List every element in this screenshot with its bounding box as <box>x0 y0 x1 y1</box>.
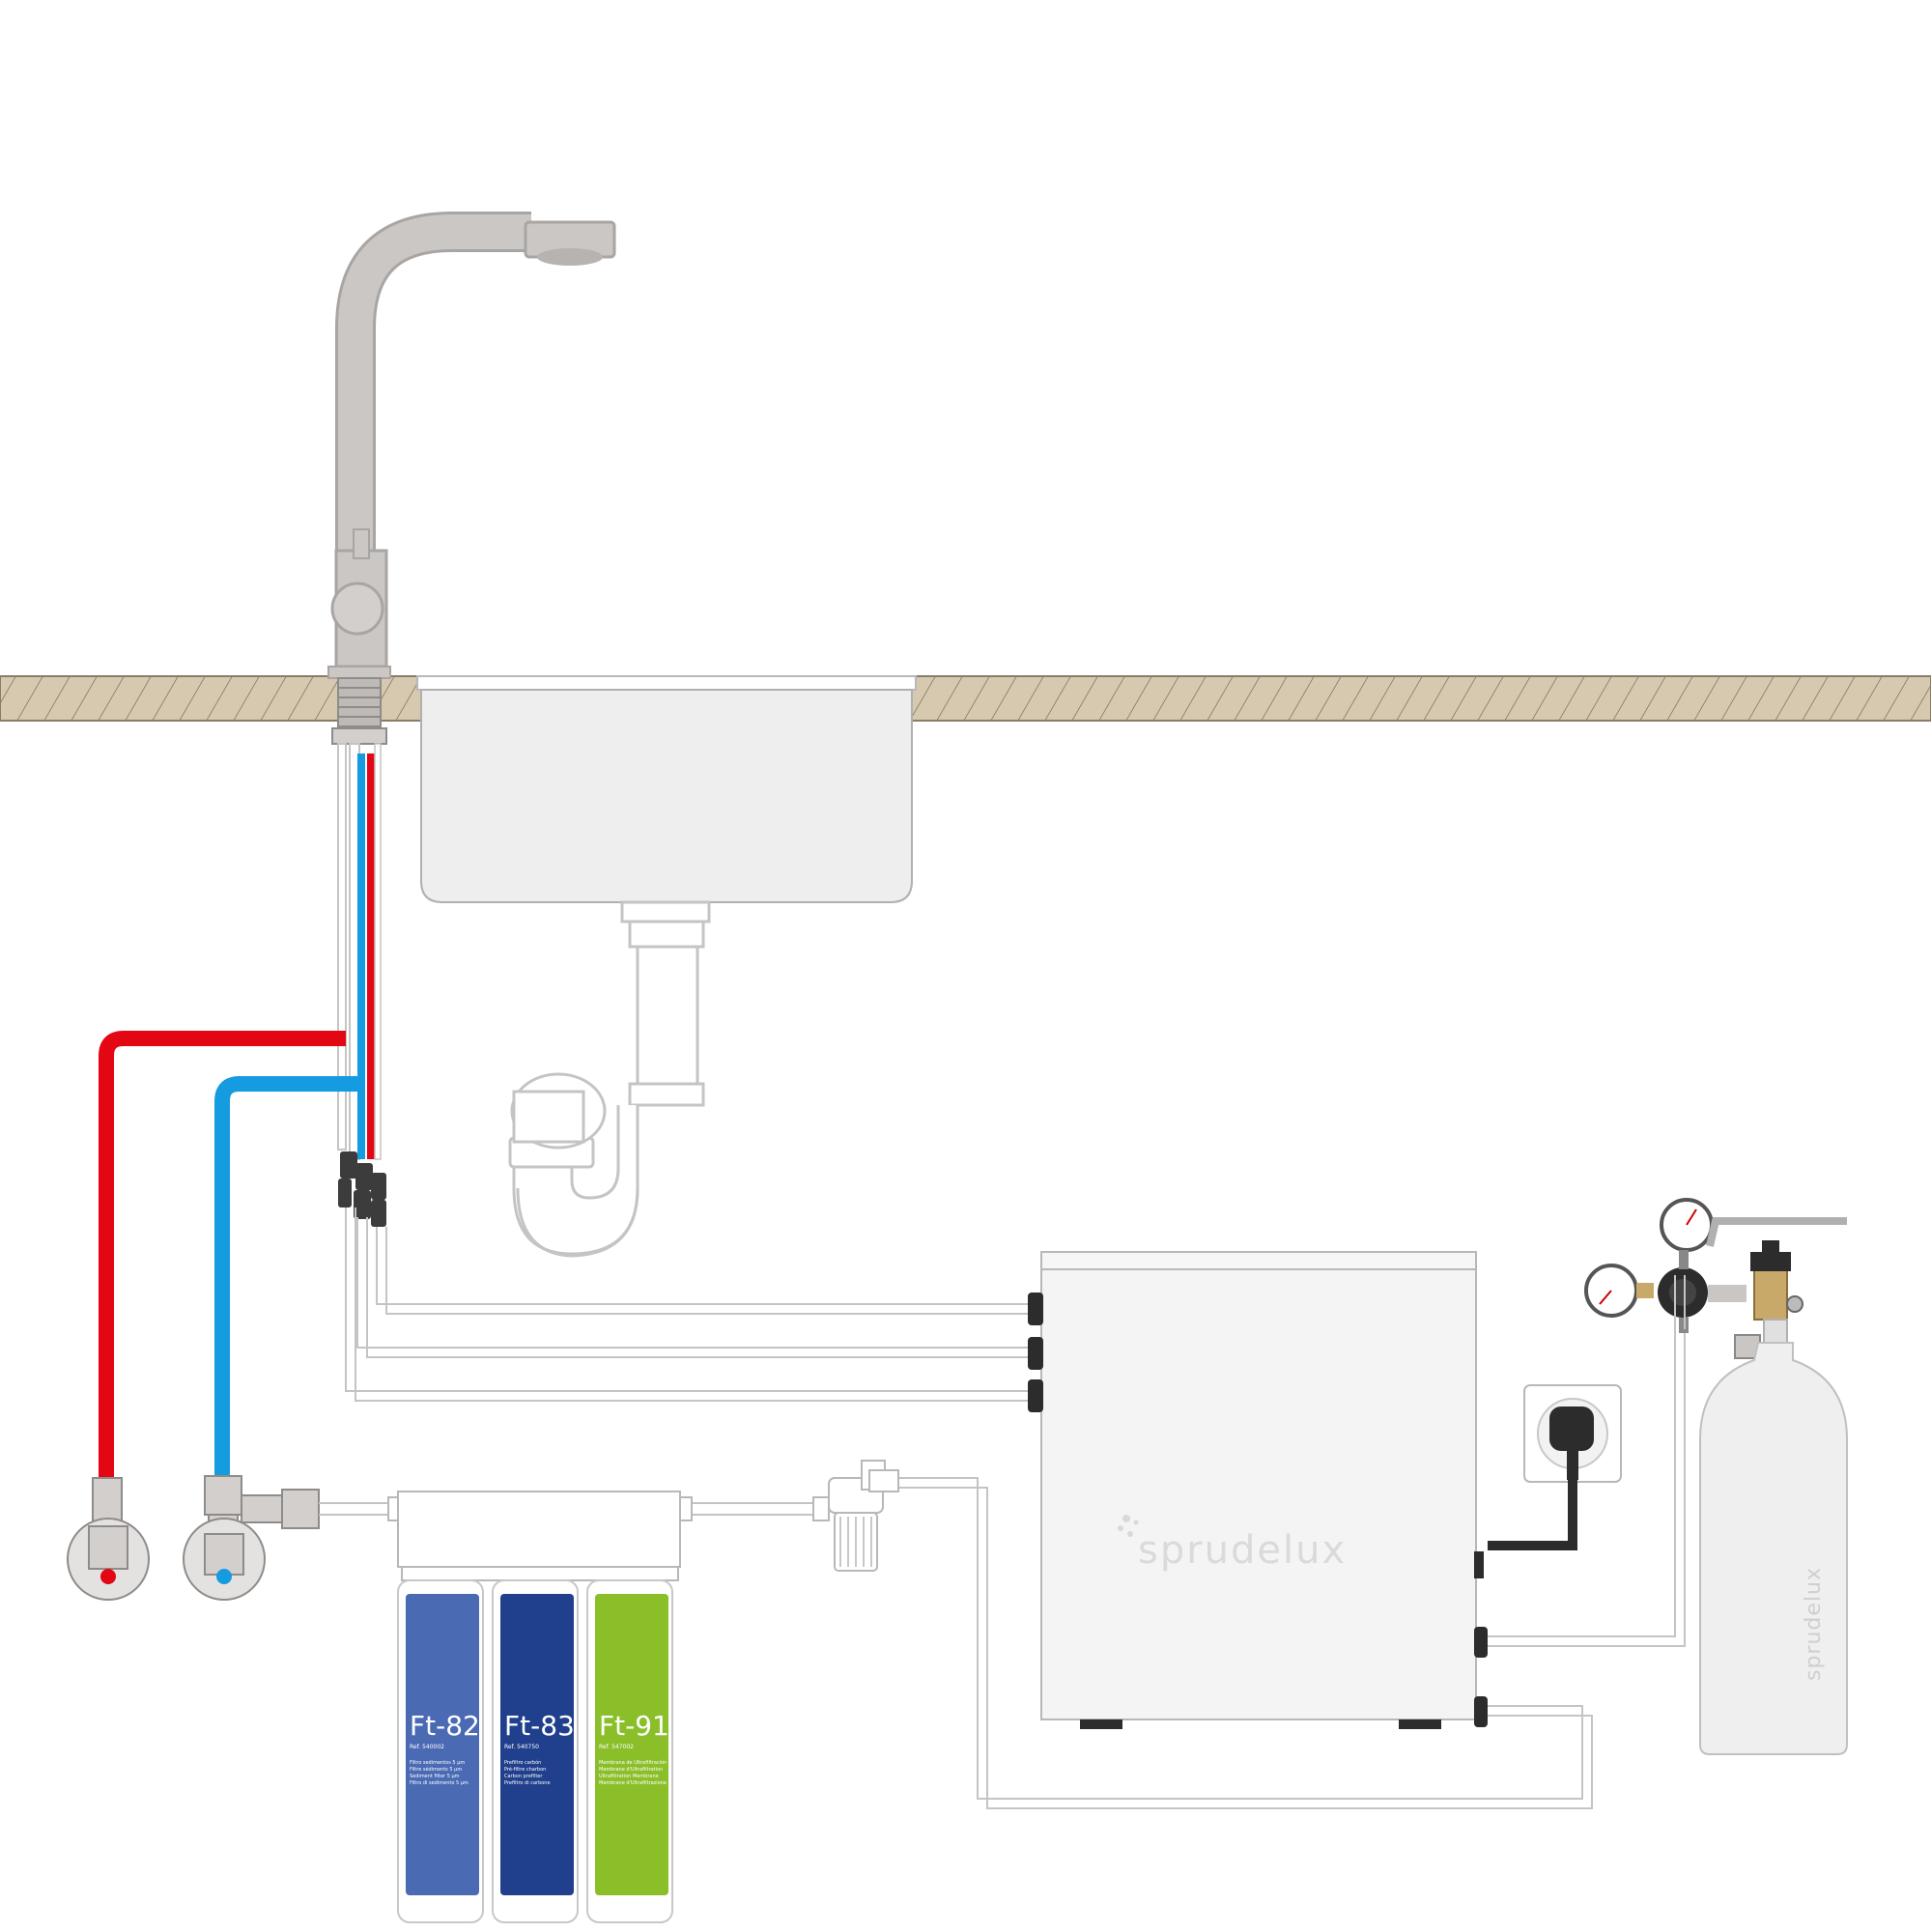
filter-cartridge-ft83: Ft-83 Ref. 540750 Prefiltro carbón Pré-f… <box>500 1594 575 1895</box>
unit-logo-mark-icon <box>1118 1515 1139 1537</box>
filter-code: Ft-83 <box>504 1710 575 1742</box>
countertop <box>0 675 1931 722</box>
bottle-logo: sprudelux <box>1802 1567 1826 1681</box>
siphon-icon <box>508 900 711 1258</box>
unit-logo: sprudelux <box>1138 1528 1347 1573</box>
hot-valve-icon <box>67 1477 150 1601</box>
filter-desc: Prefiltro carbón <box>504 1759 541 1766</box>
hose-connectors <box>338 1151 386 1227</box>
faucet-icon <box>327 212 616 745</box>
filter-desc: Membrane d'Ultrafiltrazione <box>599 1780 667 1786</box>
filter-code: Ft-91 <box>599 1710 669 1742</box>
cold-water-line <box>214 1076 357 1478</box>
filter-desc: Filtre sédiments 5 µm <box>410 1766 462 1773</box>
unit-inlet-pipes <box>345 1208 1034 1402</box>
pressure-regulator-icon <box>1584 1198 1847 1359</box>
filter-feed-line <box>319 1502 813 1516</box>
cold-valve-icon <box>183 1475 320 1601</box>
filter-ref: Ref. 540002 <box>410 1744 444 1750</box>
filter-desc: Ultrafiltration Membrane <box>599 1774 659 1779</box>
filter-code: Ft-82 <box>410 1710 480 1742</box>
carbonator-unit-icon: sprudelux <box>1028 1251 1488 1729</box>
filter-desc: Membrane d'Ultrafiltration <box>599 1767 663 1773</box>
faucet-hoses <box>337 743 382 1160</box>
pressure-reducer-icon <box>812 1460 899 1572</box>
filter-desc: Prefiltro di carbone <box>504 1780 551 1786</box>
hot-water-line <box>99 1031 346 1478</box>
filter-desc: Membrana de Ultrafiltración <box>599 1759 667 1766</box>
filter-desc: Sediment filter 5 µm <box>410 1774 460 1779</box>
filter-desc: Filtro sedimentos 5 µm <box>410 1760 465 1766</box>
power-socket-icon <box>1488 1384 1622 1550</box>
co2-line <box>1674 1275 1686 1329</box>
filter-cartridge-ft91: Ft-91 Ref. 547002 Membrana de Ultrafiltr… <box>595 1594 669 1895</box>
filter-desc: Filtro di sedimento 5 µm <box>410 1780 469 1786</box>
filter-desc: Carbon prefilter <box>504 1774 543 1779</box>
filter-ref: Ref. 540750 <box>504 1744 539 1750</box>
filter-cartridge-ft82: Ft-82 Ref. 540002 Filtro sedimentos 5 µm… <box>406 1594 480 1895</box>
sink-icon <box>416 675 917 903</box>
co2-bottle-icon: sprudelux <box>1699 1319 1848 1755</box>
filter-desc: Pré-filtre charbon <box>504 1766 546 1773</box>
unit-outlet-pipes <box>895 1275 1686 1809</box>
filter-ref: Ref. 547002 <box>599 1744 634 1750</box>
